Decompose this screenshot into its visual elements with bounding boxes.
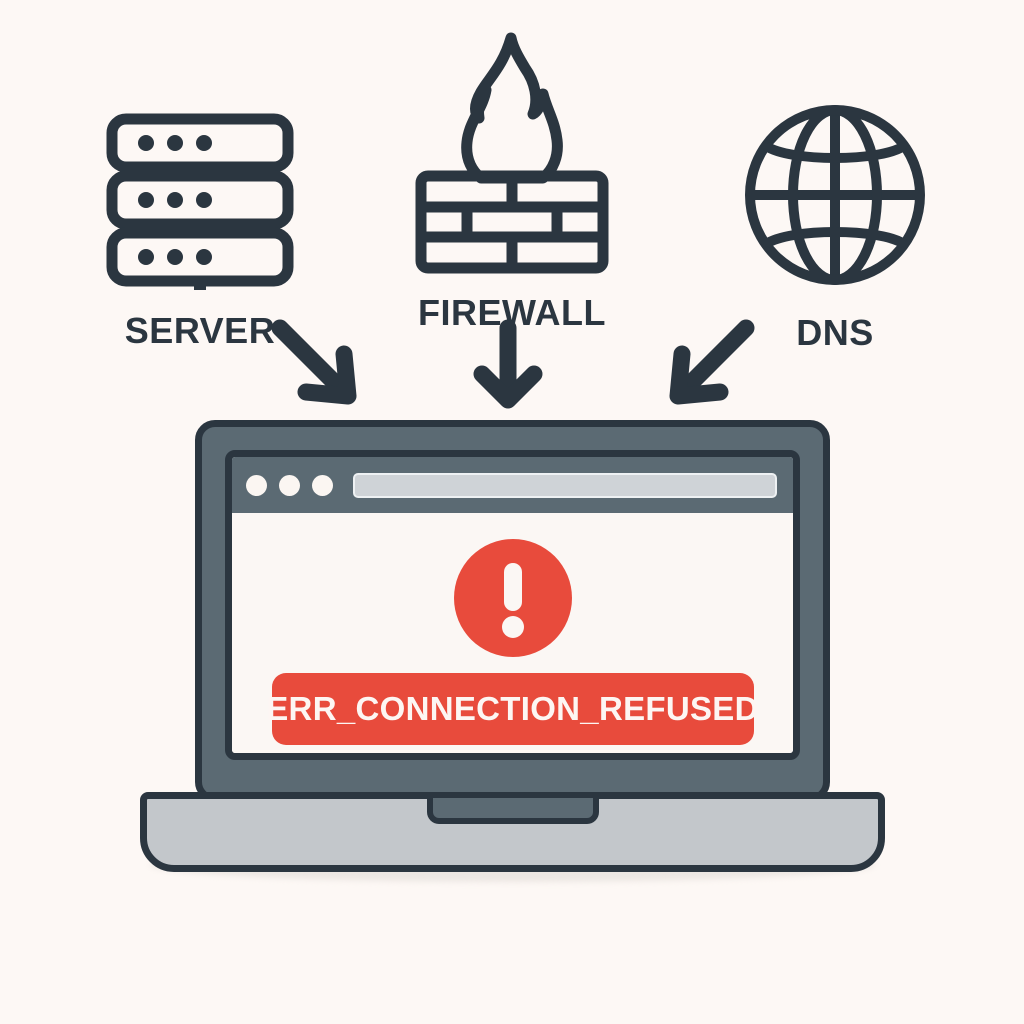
node-label-server: SERVER [124, 310, 276, 351]
laptop-base [140, 792, 885, 872]
laptop-lid: ERR_CONNECTION_REFUSED [195, 420, 830, 802]
arrow-down-icon [470, 318, 546, 419]
window-dot-minimize[interactable] [279, 474, 300, 496]
node-label-dns: DNS [796, 312, 874, 353]
laptop-screen: ERR_CONNECTION_REFUSED [225, 450, 800, 760]
arrow-down-left-icon [658, 318, 758, 419]
browser-titlebar [232, 457, 793, 513]
node-server: SERVER [60, 110, 340, 349]
laptop: ERR_CONNECTION_REFUSED [140, 420, 885, 890]
address-bar-input[interactable] [353, 472, 777, 498]
error-code-text: ERR_CONNECTION_REFUSED [266, 690, 759, 727]
window-dot-close[interactable] [246, 474, 267, 496]
globe-icon [740, 100, 930, 295]
error-exclamation-icon [453, 539, 572, 657]
node-firewall: FIREWALL [372, 30, 652, 331]
window-dot-maximize[interactable] [312, 474, 333, 496]
firewall-icon [407, 30, 617, 281]
browser-content: ERR_CONNECTION_REFUSED [232, 513, 793, 753]
node-dns: DNS [695, 100, 975, 351]
error-code-banner: ERR_CONNECTION_REFUSED [266, 673, 758, 745]
laptop-hinge-notch [426, 798, 599, 824]
server-icon [100, 110, 300, 300]
arrow-down-right-icon [268, 318, 368, 419]
